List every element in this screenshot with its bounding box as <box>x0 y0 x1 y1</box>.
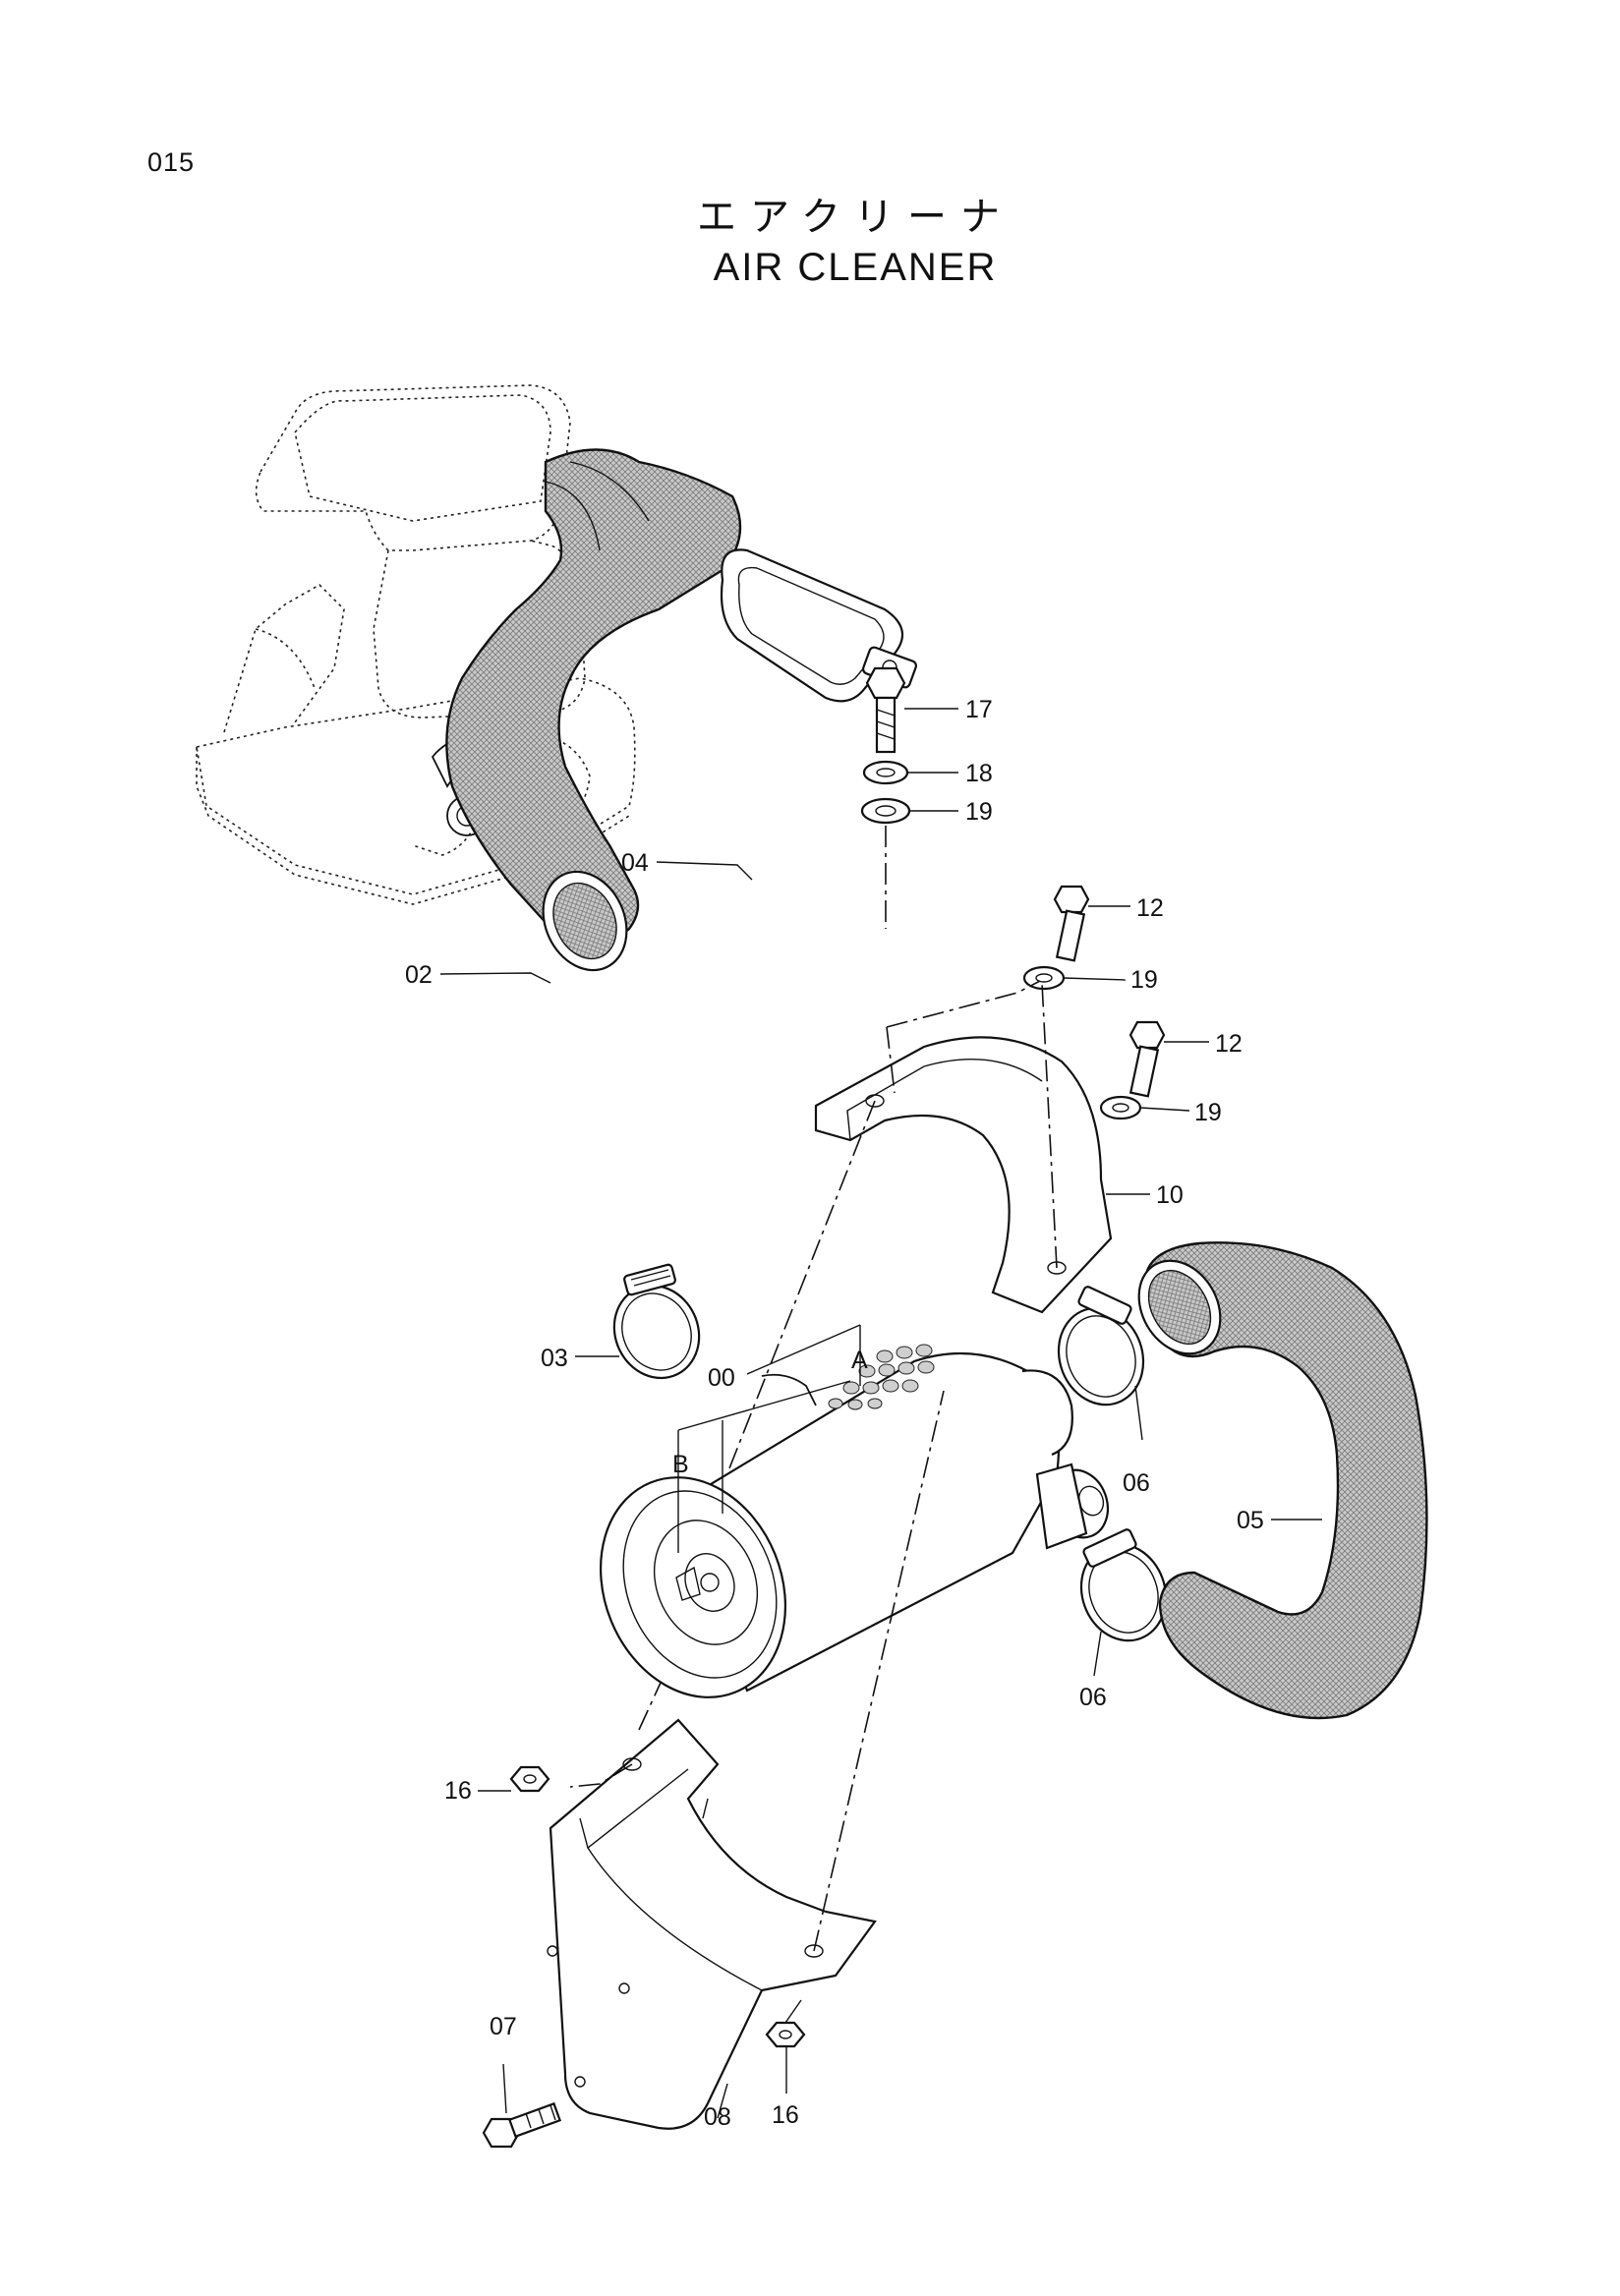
callout-18: 18 <box>965 760 993 787</box>
callout-16-left: 16 <box>444 1777 472 1805</box>
leader-lines <box>439 708 1322 2119</box>
callout-03: 03 <box>541 1345 568 1372</box>
clamp-06-upper <box>1057 1286 1145 1406</box>
callout-04: 04 <box>621 849 649 877</box>
reference-b: B <box>672 1451 689 1478</box>
bolt-17-washer-stack <box>860 666 911 929</box>
callout-19-lower: 19 <box>1194 1099 1222 1126</box>
callout-00: 00 <box>708 1364 735 1392</box>
callout-19-top: 19 <box>965 798 993 826</box>
bolt-07 <box>482 2101 562 2149</box>
callout-08: 08 <box>704 2103 731 2131</box>
callout-10: 10 <box>1156 1181 1184 1209</box>
callout-16-lower: 16 <box>772 2101 799 2129</box>
callout-labels: 17 18 19 04 12 19 12 19 10 02 03 00 A B … <box>405 696 1264 2131</box>
reference-a: A <box>851 1347 868 1374</box>
hose-05 <box>1137 1241 1428 1720</box>
callout-12-lower: 12 <box>1215 1030 1243 1058</box>
clamp-03 <box>612 1263 701 1380</box>
callout-19-middle: 19 <box>1130 966 1158 994</box>
hose-02 <box>445 448 742 972</box>
page-number: 015 <box>147 147 196 177</box>
nut-16-lower <box>765 1999 806 2048</box>
nut-16-left <box>509 1765 550 1793</box>
callout-07: 07 <box>490 2013 517 2040</box>
title-japanese: エアクリーナ <box>697 195 1013 240</box>
callout-17: 17 <box>965 696 993 723</box>
reference-lines <box>677 1324 861 1553</box>
clamp-06-lower <box>1079 1528 1168 1642</box>
callout-06-lower: 06 <box>1079 1684 1107 1711</box>
title-english: AIR CLEANER <box>713 246 998 289</box>
bolt-12-upper <box>1022 885 1090 991</box>
callout-05: 05 <box>1237 1507 1264 1534</box>
callout-02: 02 <box>405 961 433 989</box>
bolt-12-lower <box>1099 1020 1166 1120</box>
lower-bracket-08 <box>547 1390 945 2130</box>
callout-06-upper: 06 <box>1123 1469 1150 1497</box>
callout-12-upper: 12 <box>1136 894 1164 922</box>
air-cleaner-body-00 <box>599 1344 1110 1698</box>
